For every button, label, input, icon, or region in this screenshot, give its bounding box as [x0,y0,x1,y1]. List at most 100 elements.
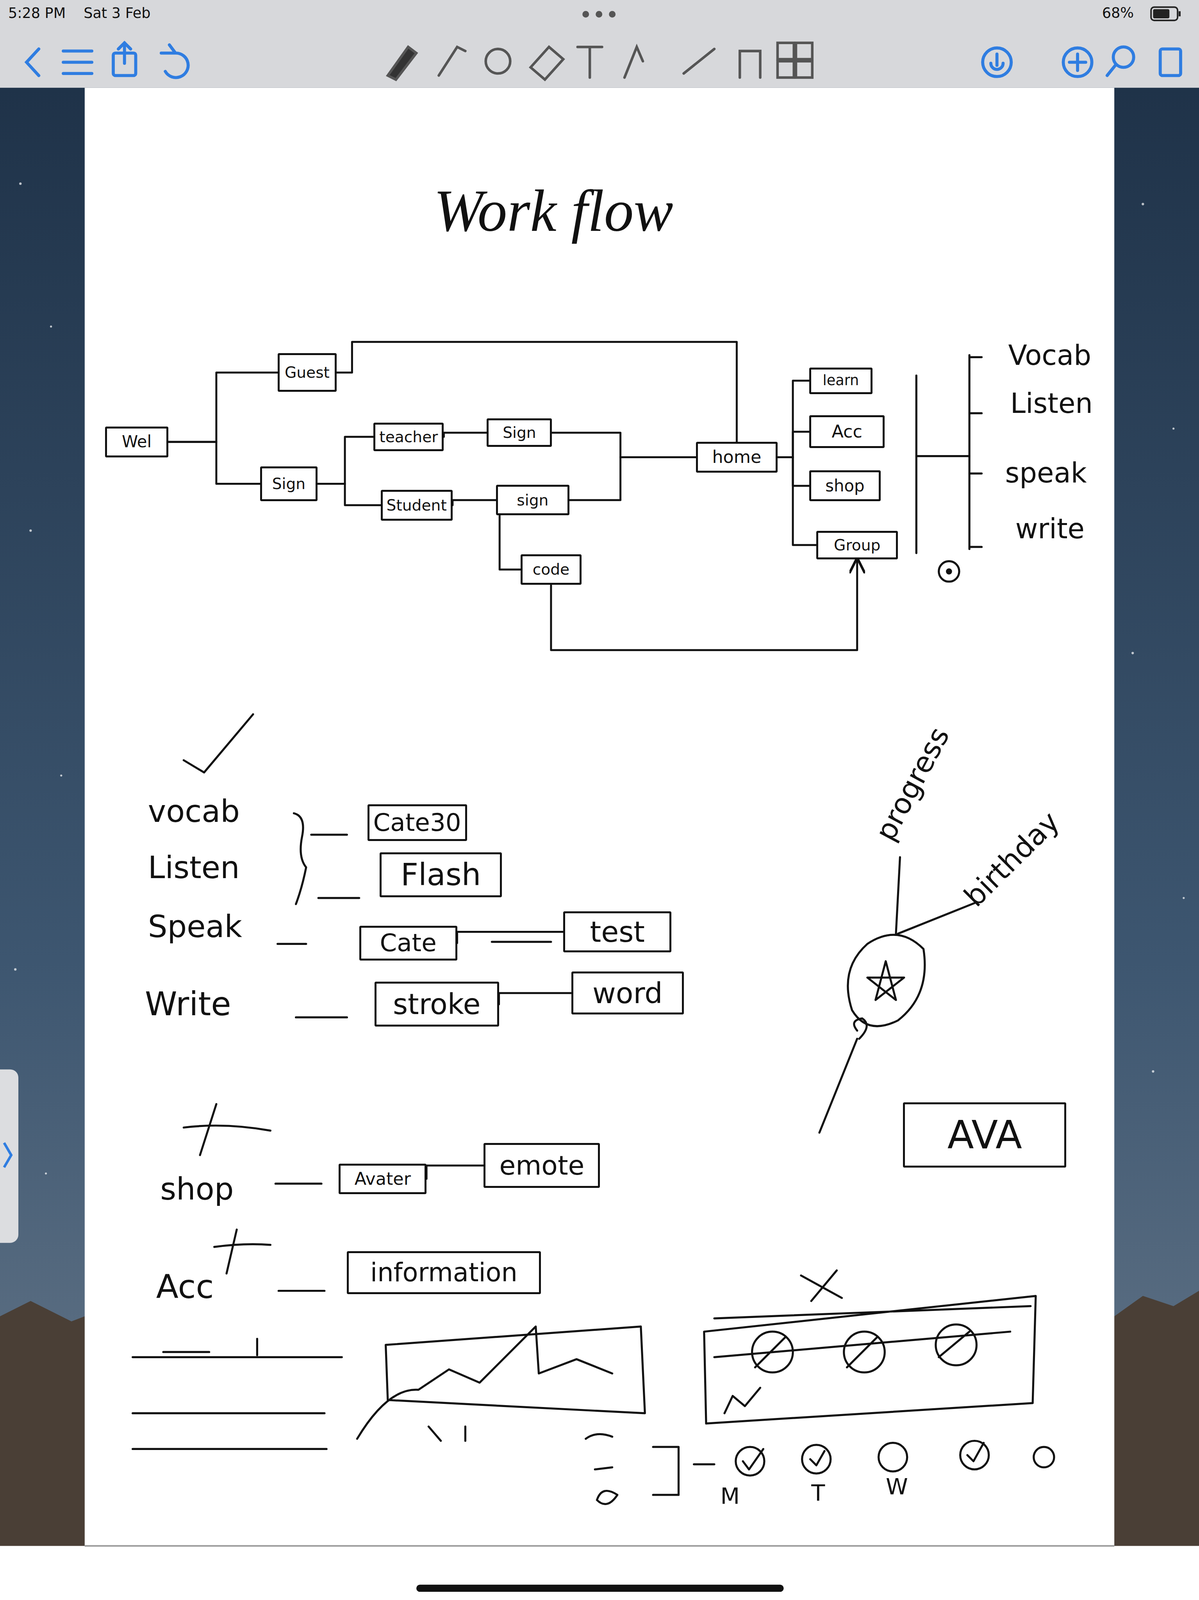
bracket [916,355,982,554]
box-label: Wel [121,433,152,450]
note-label: vocab [148,795,240,827]
process-box: stroke [374,981,500,1027]
note-label: Speak [148,911,243,942]
page-bottom [0,1545,1199,1600]
scribble [428,1426,612,1470]
chart-line [356,1326,612,1439]
lines [132,1338,343,1449]
toolbar [0,0,1199,88]
scribble [714,1331,1011,1414]
process-box: emote [483,1142,600,1188]
process-box: sign [496,484,570,516]
star [867,961,905,1000]
box-label: Cate [379,930,437,956]
scribble [596,1446,714,1504]
strike-mark [183,1103,271,1155]
day-circle [735,1446,765,1476]
box-label: Sign [272,476,306,492]
process-box: code [520,554,582,585]
box-label: teacher [379,429,438,445]
check-mark [183,714,254,773]
process-box: Acc [809,415,885,448]
connector-line [777,380,810,458]
avatar-circle [935,1324,977,1365]
process-box: information [346,1250,541,1294]
note-label: speak [1005,459,1087,488]
diagram-title: Work flow [433,181,673,241]
note-label: T [811,1481,825,1505]
connector-line [777,431,810,457]
check-mark [742,1442,984,1470]
note-label: birthday [959,806,1065,912]
note-label: 68% [1101,5,1134,21]
battery-icon [1150,7,1181,21]
leader-line [275,1183,325,1291]
connector-line [551,559,858,651]
page [84,87,1115,1600]
connector-line [317,483,381,505]
box-label: word [592,978,663,1008]
box-label: sign [516,492,549,508]
note-label: W [885,1475,909,1498]
connector-line [452,499,497,505]
day-circle [878,1442,908,1472]
box-label: stroke [392,989,481,1019]
connector-line [569,457,696,501]
note-label: write [1015,515,1085,543]
note-label: Listen [1010,389,1093,418]
process-box: test [563,911,672,953]
process-box: word [571,971,684,1015]
sketch [132,355,1055,1504]
process-box: shop [809,470,881,501]
connector-line [317,436,374,484]
box-label: information [370,1259,518,1285]
connector-line [426,1165,484,1179]
process-box: Student [380,489,453,521]
box-label: Flash [400,859,481,890]
process-box: home [695,441,778,473]
connector-line [168,441,261,484]
home-indicator [416,1584,784,1592]
process-box: Sign [486,418,552,447]
tool-icons [387,12,813,80]
box-label: Student [386,497,447,513]
note-label: shop [160,1173,234,1205]
note-label: M [720,1484,741,1508]
box-label: shop [825,477,865,495]
side-tab-chevron [3,1142,11,1168]
connector-line [168,372,278,443]
note-label: Listen [148,852,240,883]
process-box: Cate [359,925,458,961]
box-label: Sign [502,424,536,441]
cross-mark [801,1270,843,1301]
box-label: AVA [947,1115,1023,1155]
process-box: Sign [260,466,318,502]
connector-line [499,992,572,1005]
connector-line [777,457,817,546]
process-box: Avater [338,1163,427,1194]
box-label: test [589,917,645,946]
process-box: teacher [373,422,444,452]
process-box: learn [809,367,873,395]
note-label: Sat 3 Feb [83,6,151,21]
box-label: home [711,448,762,466]
side-tab [0,1069,19,1243]
note-label: Vocab [1008,341,1092,370]
box-label: Group [833,537,881,553]
avatar-circle [843,1331,885,1373]
connector-line [552,432,696,458]
connector-line [443,432,487,438]
avatar-box [704,1295,1036,1424]
connector-line [457,931,564,943]
process-box: Wel [105,426,169,457]
circle-mark [938,561,960,582]
leader-line [819,1018,867,1133]
process-box: Flash [379,852,503,898]
box-label: code [532,561,570,577]
leader-line [895,856,975,934]
box-label: Cate30 [373,810,462,836]
box-label: learn [822,373,860,388]
note-label: Write [144,987,232,1021]
